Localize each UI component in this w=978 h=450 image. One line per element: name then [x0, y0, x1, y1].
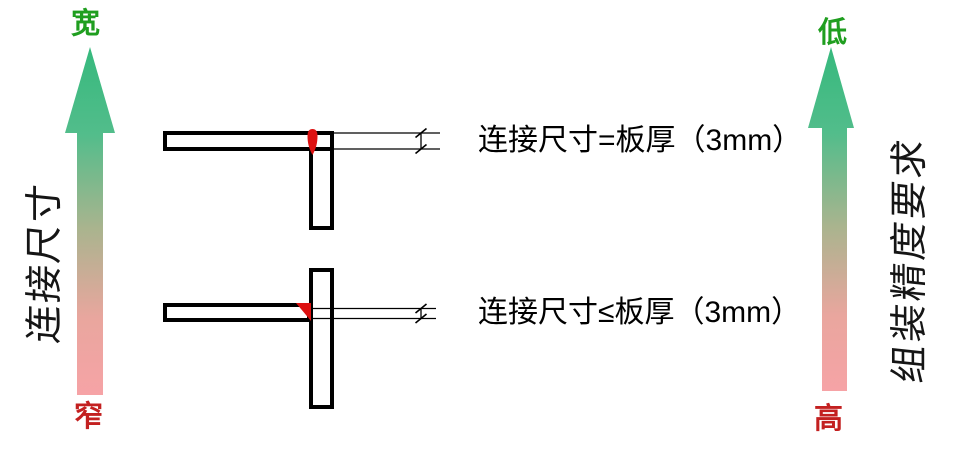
gradient-arrow-shape: [808, 47, 854, 391]
right-axis-title: 组装精度要求: [889, 134, 931, 386]
thickness-dimension-lines: [310, 303, 436, 324]
vertical-plate: [309, 268, 334, 409]
diagram-caption-less-equal: 连接尺寸≤板厚（3mm）: [478, 296, 802, 329]
diagram-caption-equal: 连接尺寸=板厚（3mm）: [478, 124, 803, 157]
horizontal-plate: [163, 131, 334, 151]
corner-joint-diagram: [163, 127, 440, 230]
right-axis-top-label: 低: [818, 17, 848, 49]
right-axis-up-arrow-icon: [808, 47, 854, 391]
tee-joint-diagram: [163, 268, 436, 409]
weld-fillet: [296, 303, 311, 321]
right-axis-bottom-label: 高: [814, 403, 844, 435]
weld-bead: [307, 129, 318, 155]
horizontal-plate: [163, 303, 311, 322]
left-axis-up-arrow-icon: [65, 47, 115, 395]
gradient-arrow-shape: [65, 47, 115, 395]
thickness-dimension-lines: [332, 127, 440, 155]
left-axis-title: 连接尺寸: [24, 180, 66, 346]
left-axis-bottom-label: 窄: [74, 401, 104, 433]
left-axis-top-label: 宽: [71, 8, 101, 40]
